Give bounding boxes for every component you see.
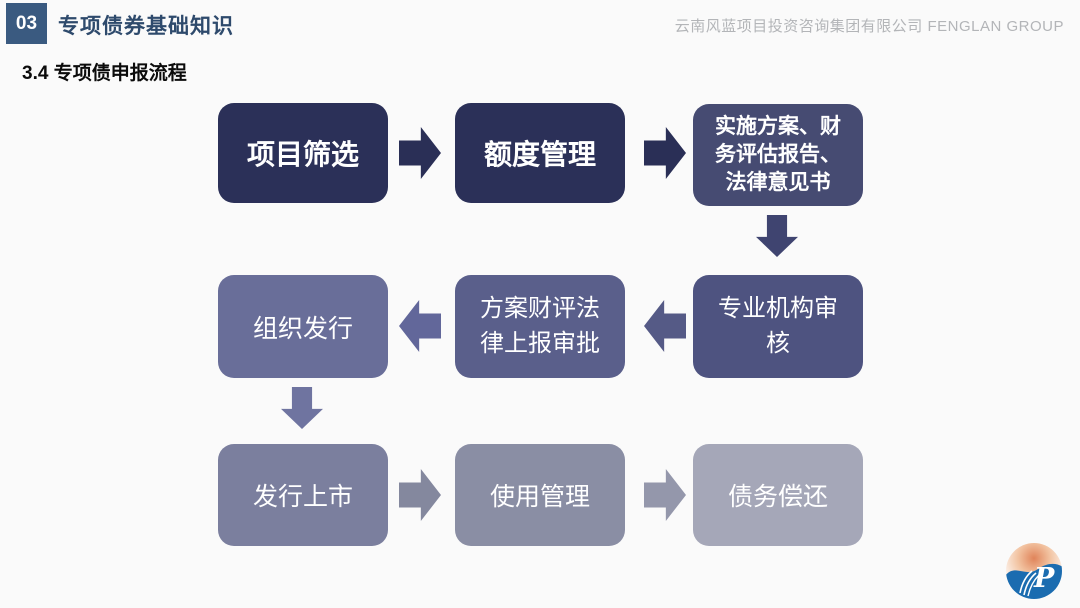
section-number-badge: 03 xyxy=(6,3,47,44)
company-logo-icon: P xyxy=(1005,542,1063,600)
flow-step-implementation-docs: 实施方案、财务评估报告、法律意见书 xyxy=(693,104,863,206)
arrow-right-icon xyxy=(399,127,441,179)
arrow-left-icon xyxy=(644,300,686,352)
logo-letter: P xyxy=(1033,563,1055,594)
flow-step-listing: 发行上市 xyxy=(218,444,388,546)
arrow-right-icon xyxy=(644,127,686,179)
arrow-down-icon xyxy=(281,387,323,429)
flow-step-issuance-organization: 组织发行 xyxy=(218,275,388,378)
arrow-right-icon xyxy=(399,469,441,521)
flow-step-agency-review: 专业机构审核 xyxy=(693,275,863,378)
slide-subtitle: 3.4 专项债申报流程 xyxy=(22,63,187,84)
flow-step-debt-repayment: 债务偿还 xyxy=(693,444,863,546)
arrow-left-icon xyxy=(399,300,441,352)
flow-step-project-screening: 项目筛选 xyxy=(218,103,388,203)
flow-step-submission-approval: 方案财评法律上报审批 xyxy=(455,275,625,378)
company-name: 云南风蓝项目投资咨询集团有限公司 FENGLAN GROUP xyxy=(674,18,1064,35)
arrow-down-icon xyxy=(756,215,798,257)
flow-step-quota-management: 额度管理 xyxy=(455,103,625,203)
section-title: 专项债券基础知识 xyxy=(58,15,234,38)
arrow-right-icon xyxy=(644,469,686,521)
flow-step-usage-management: 使用管理 xyxy=(455,444,625,546)
